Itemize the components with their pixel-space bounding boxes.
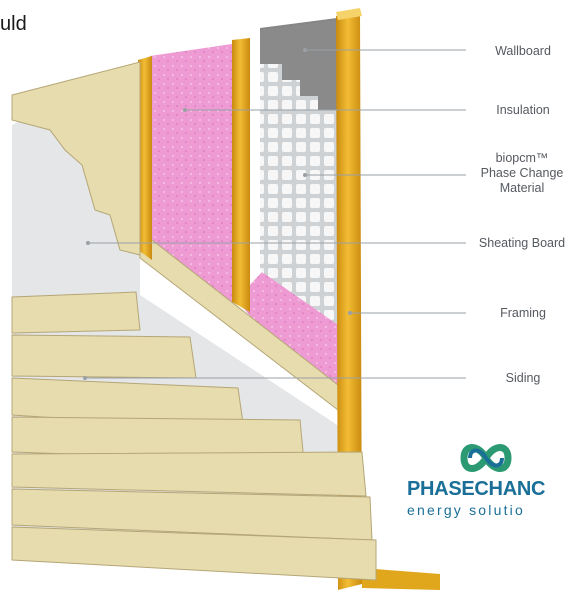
label-pcm-line1: biopcm™: [495, 151, 549, 165]
framing-top-plate: [336, 8, 362, 20]
framing-bottom-plate: [362, 568, 440, 590]
logo-tagline: energy solutio: [407, 502, 525, 518]
siding-board-7: [11, 526, 377, 581]
phasechange-logo: PHASECHANC energy solutio: [402, 436, 574, 526]
label-framing: Framing: [500, 306, 546, 320]
framing-stud-middle: [232, 38, 250, 312]
label-wallboard: Wallboard: [495, 44, 551, 58]
label-sheathing: Sheating Board: [478, 236, 566, 250]
leader-dots: [83, 48, 352, 380]
siding-board-1: [11, 291, 141, 334]
siding-board-2: [11, 334, 197, 379]
label-pcm: biopcm™ Phase Change Material: [470, 151, 574, 196]
framing-stud-left: [138, 56, 152, 260]
label-insulation: Insulation: [496, 103, 550, 117]
framing-stud-right: [336, 12, 362, 590]
insulation-layer: [150, 44, 232, 305]
siding-boards: [11, 291, 377, 581]
label-siding: Siding: [505, 371, 541, 385]
cropped-heading-text: uld: [0, 13, 27, 35]
siding-board-5: [11, 451, 367, 497]
logo-wordmark: PHASECHANC: [407, 478, 546, 500]
leader-lines: [85, 49, 466, 379]
wallboard-staircase-edge: [260, 20, 337, 110]
outer-board-top: [11, 61, 141, 256]
infinity-mark-icon: [460, 444, 512, 472]
label-pcm-line3: Material: [499, 181, 545, 195]
label-pcm-line2: Phase Change: [480, 166, 564, 180]
